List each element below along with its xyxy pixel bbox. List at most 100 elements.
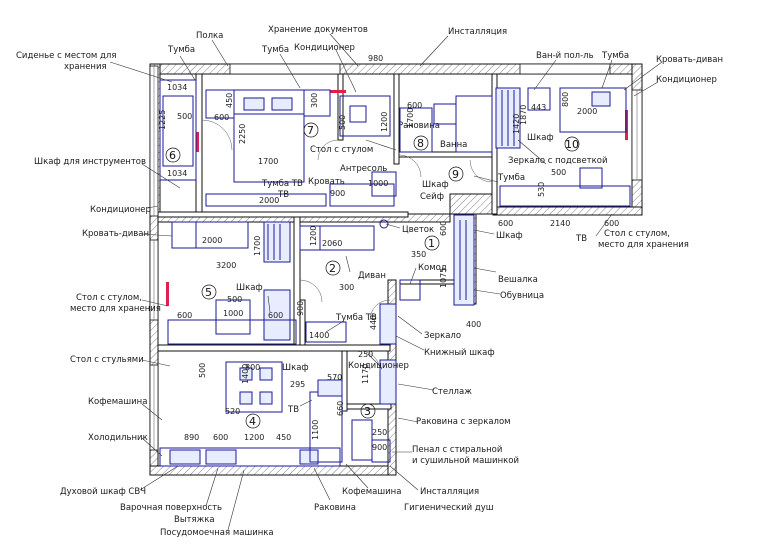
dimension: 1225 bbox=[158, 110, 167, 130]
partitions bbox=[157, 73, 498, 412]
dimension: 3200 bbox=[216, 261, 236, 270]
dimension: 500 bbox=[198, 363, 207, 378]
dimension: 800 bbox=[561, 92, 570, 107]
label-sofa-bed: Кровать-диван bbox=[82, 229, 149, 239]
dimension: 1000 bbox=[223, 309, 243, 318]
dimension: 600 bbox=[213, 433, 228, 442]
room-number: 10 bbox=[565, 138, 579, 151]
dimension: 250 bbox=[372, 428, 387, 437]
label-nightstand: Тумба bbox=[497, 173, 525, 183]
dimension: 1000 bbox=[368, 179, 388, 188]
label-sink-mirror: Раковина с зеркалом bbox=[416, 417, 511, 427]
dimension: 660 bbox=[336, 401, 345, 416]
dimension: 1400 bbox=[309, 331, 329, 340]
dimension: 2000 bbox=[259, 196, 279, 205]
dimension: 600 bbox=[407, 101, 422, 110]
label-nightstand: Тумба bbox=[261, 45, 289, 55]
label-desk: Стол с стулом bbox=[310, 145, 373, 155]
room-numbers: 1 2 3 4 5 6 7 8 9 10 bbox=[165, 122, 580, 429]
dimension: 350 bbox=[411, 250, 426, 259]
label-bath: Ванна bbox=[440, 140, 467, 150]
dimension: 500 bbox=[177, 112, 192, 121]
label-book-shelf: Книжный шкаф bbox=[424, 348, 495, 358]
label-tv: ТВ bbox=[575, 234, 587, 244]
dimension: 2250 bbox=[238, 124, 247, 144]
dimension: 500 bbox=[338, 115, 347, 130]
label-shoe-rack: Обувница bbox=[500, 291, 544, 301]
dimension: 2000 bbox=[202, 236, 222, 245]
dimension: 600 bbox=[604, 219, 619, 228]
dimension: 1870 bbox=[519, 105, 528, 125]
dimension: 440 bbox=[369, 315, 378, 330]
label-installation: Инсталляция bbox=[448, 27, 507, 37]
dimension: 1700 bbox=[258, 157, 278, 166]
label-sink: Раковина bbox=[314, 503, 356, 513]
dimension: 450 bbox=[276, 433, 291, 442]
label-wardrobe: Шкаф bbox=[527, 133, 554, 143]
dimension: 900 bbox=[372, 443, 387, 452]
room-number: 2 bbox=[329, 262, 336, 275]
room-number: 6 bbox=[169, 149, 176, 162]
dimension: 300 bbox=[310, 93, 319, 108]
label-lit-mirror: Зеркало с подсветкой bbox=[508, 156, 608, 166]
label-tools-cabinet: Шкаф для инструментов bbox=[34, 157, 146, 167]
label-mezzanine: Антресоль bbox=[340, 164, 387, 174]
label-coffee-machine: Кофемашина bbox=[88, 397, 147, 407]
dimension: 1700 bbox=[406, 108, 415, 128]
dimension: 900 bbox=[330, 189, 345, 198]
room-number: 4 bbox=[249, 415, 256, 428]
dimension: 1420 bbox=[512, 114, 521, 134]
label-air-conditioner: Кондиционер bbox=[348, 361, 409, 371]
dimension: 1100 bbox=[311, 420, 320, 440]
room-number: 5 bbox=[205, 286, 212, 299]
label-flower: Цветок bbox=[402, 225, 434, 235]
dimension: 400 bbox=[466, 320, 481, 329]
label-hanger: Вешалка bbox=[498, 275, 538, 285]
label-tv-stand: Тумба ТВ bbox=[335, 313, 377, 323]
label-rack: Стеллаж bbox=[432, 387, 472, 397]
windows bbox=[149, 63, 643, 451]
label-coffee-machine: Кофемашина bbox=[342, 487, 401, 497]
dimension: 2060 bbox=[322, 239, 342, 248]
dimension: 570 bbox=[327, 373, 342, 382]
label-heated-towel-rail: Ван-й пол-ль bbox=[536, 51, 594, 61]
room-number: 3 bbox=[364, 405, 371, 418]
label-wardrobe: Шкаф bbox=[496, 231, 523, 241]
dimension: 600 bbox=[498, 219, 513, 228]
dimension: 500 bbox=[551, 168, 566, 177]
dimension: 295 bbox=[290, 380, 305, 389]
label-tv: ТВ bbox=[287, 405, 299, 415]
label-docs-storage: Хранение документов bbox=[268, 25, 368, 35]
dimension: 600 bbox=[177, 311, 192, 320]
dimension: 250 bbox=[358, 350, 373, 359]
label-tv: ТВ bbox=[277, 190, 289, 200]
label-nightstand: Тумба bbox=[601, 51, 629, 61]
label-air-conditioner: Кондиционер bbox=[294, 43, 355, 53]
label-nightstand: Тумба bbox=[167, 45, 195, 55]
dimension: 1075 bbox=[439, 268, 448, 288]
label-dining-set: Стол с стульями bbox=[70, 355, 144, 365]
dimension: 520 bbox=[225, 407, 240, 416]
dimension: 450 bbox=[225, 93, 234, 108]
dimension: 1400 bbox=[241, 364, 250, 384]
dimension: 1700 bbox=[253, 236, 262, 256]
label-hob: Варочная поверхность bbox=[120, 503, 222, 513]
dimension: 1170 bbox=[361, 364, 370, 384]
dimension: 900 bbox=[296, 301, 305, 316]
dimension: 1200 bbox=[309, 226, 318, 246]
label-tv-stand: Тумба ТВ bbox=[261, 179, 303, 189]
dimension: 600 bbox=[214, 113, 229, 122]
label-wardrobe: Шкаф bbox=[422, 180, 449, 190]
label-air-conditioner: Кондиционер bbox=[656, 75, 717, 85]
door-swings bbox=[201, 119, 493, 372]
label-desk-storage: Стол с стулом,место для хранения bbox=[598, 229, 689, 250]
dimension: 2140 bbox=[550, 219, 570, 228]
label-wardrobe: Шкаф bbox=[282, 363, 309, 373]
room-number: 9 bbox=[452, 168, 459, 181]
room-number: 8 bbox=[417, 137, 424, 150]
label-fridge: Холодильник bbox=[88, 433, 148, 443]
furniture bbox=[159, 79, 631, 467]
